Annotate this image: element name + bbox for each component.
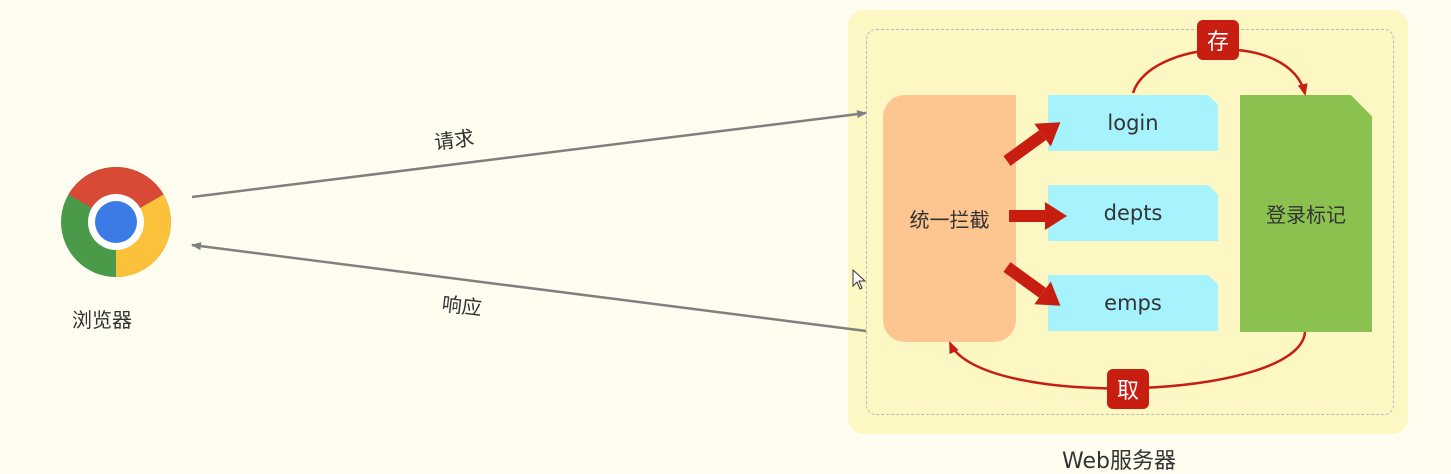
web-server-boundary [866, 29, 1394, 415]
response-label: 响应 [440, 291, 484, 321]
interceptor-label: 统一拦截 [909, 208, 990, 232]
request-label: 请求 [432, 125, 476, 155]
mouse-cursor-icon [852, 268, 867, 290]
fetch-badge-label: 取 [1116, 379, 1139, 404]
web-server-label: Web服务器 [1062, 449, 1176, 474]
chrome-icon [61, 167, 171, 277]
dispatch-arrow-login [1003, 122, 1061, 166]
dispatch-arrow-depts [1009, 202, 1067, 230]
browser-label: 浏览器 [72, 308, 132, 332]
request-arrow [191, 110, 867, 199]
resource-login: login [1048, 95, 1218, 151]
interceptor-block: 统一拦截 [883, 95, 1016, 342]
resource-login-label: login [1107, 111, 1159, 135]
login-token-label: 登录标记 [1266, 203, 1346, 227]
login-token-block: 登录标记 [1240, 95, 1372, 332]
dispatch-arrow-emps [1003, 262, 1061, 306]
store-badge: 存 [1197, 20, 1239, 60]
resource-depts: depts [1048, 185, 1218, 241]
resource-emps-label: emps [1104, 291, 1162, 315]
response-arrow [191, 242, 867, 333]
resource-depts-label: depts [1103, 201, 1163, 225]
store-badge-label: 存 [1206, 30, 1229, 55]
fetch-badge: 取 [1107, 369, 1149, 409]
resource-emps: emps [1048, 275, 1218, 331]
